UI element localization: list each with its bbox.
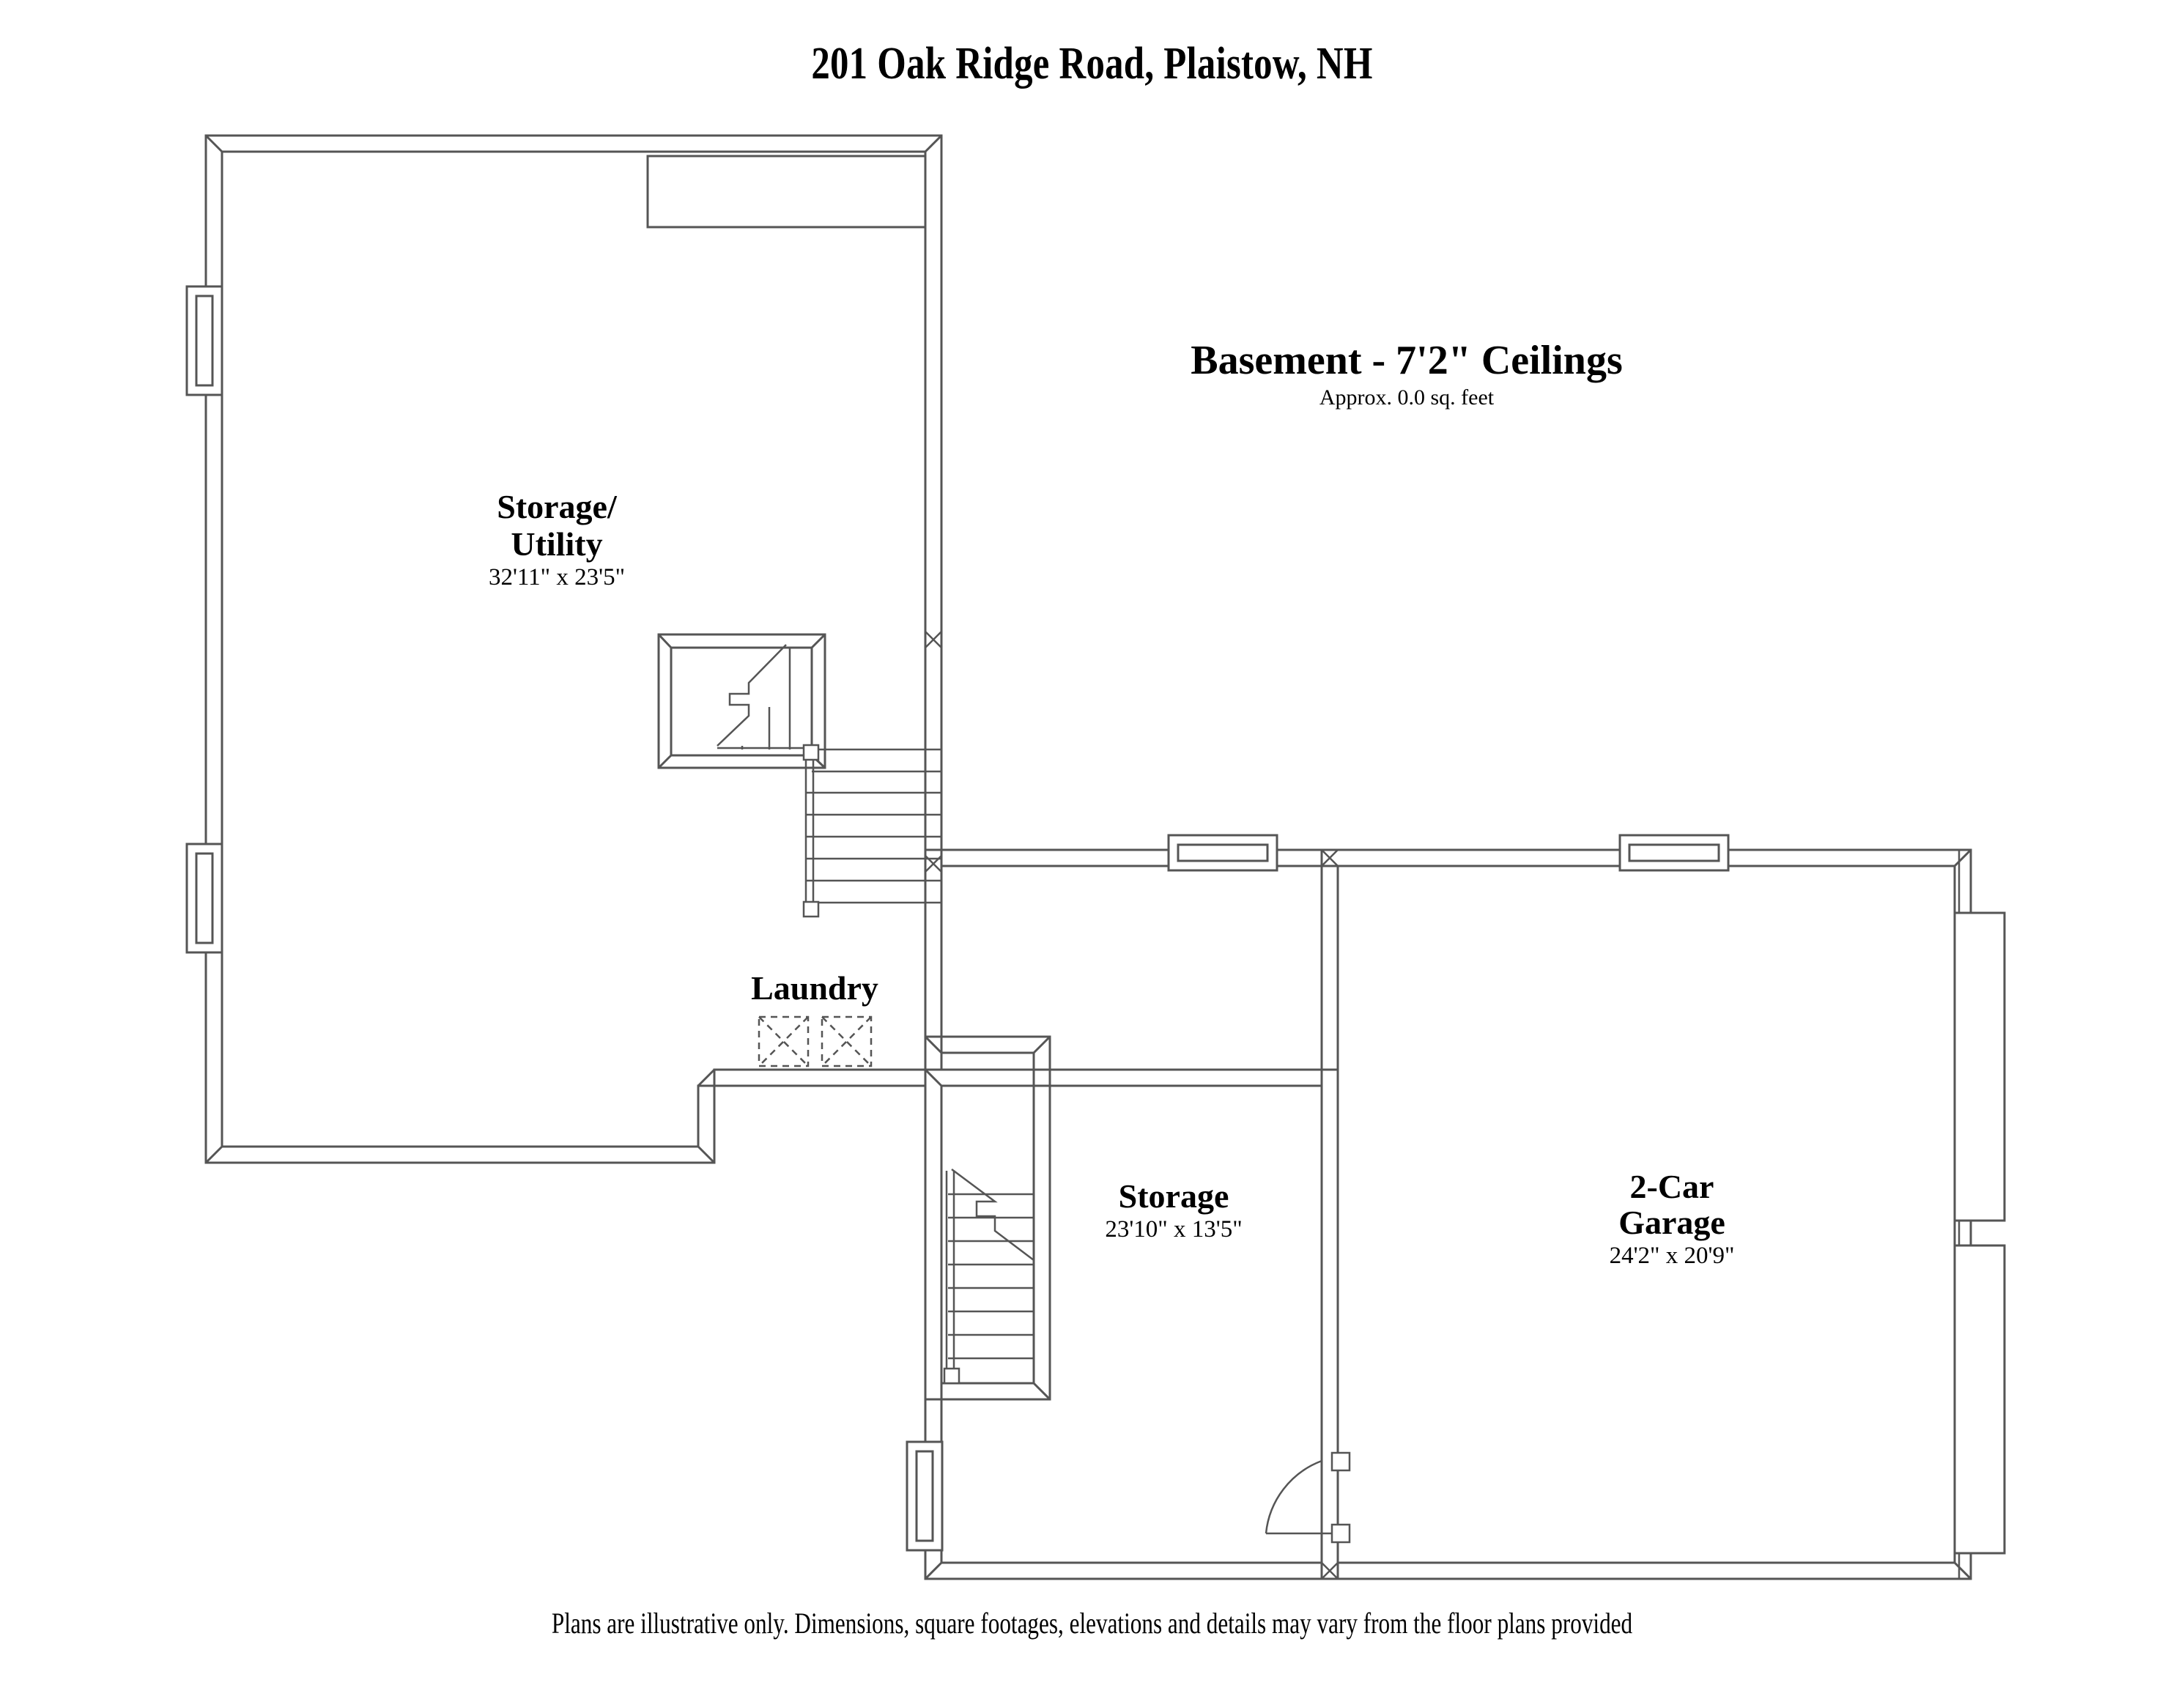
upper-staircase: [657, 633, 826, 769]
upper-stair-treads: [806, 748, 941, 904]
storage-utility-name-line2: Utility: [511, 525, 602, 563]
page-title: 201 Oak Ridge Road, Plaistow, NH: [811, 39, 1373, 89]
storage-utility-dimensions: 32'11" x 23'5": [489, 564, 625, 591]
storage-dimensions: 23'10" x 13'5": [1105, 1216, 1242, 1243]
footer-disclaimer: Plans are illustrative only. Dimensions,…: [551, 1607, 1633, 1640]
interior-door-swing-arc: [1265, 1459, 1338, 1535]
window-left-upper: [185, 285, 223, 396]
window-storage-left: [906, 1440, 944, 1552]
garage-door-lower: [1953, 1244, 2006, 1555]
label-laundry: Laundry: [751, 969, 878, 1007]
garage-door-jamb-lines: [1958, 850, 1972, 1579]
lower-stair-direction-arrow: [951, 1168, 1034, 1261]
lower-stair-railing: [943, 1171, 960, 1385]
upper-stair-direction-arrow: [717, 644, 812, 749]
wall-junction-markers-upper: [925, 631, 942, 873]
window-left-lower: [185, 843, 223, 954]
garage-dimensions: 24'2" x 20'9": [1610, 1243, 1735, 1269]
laundry-name: Laundry: [751, 969, 878, 1007]
label-garage: 2-Car Garage 24'2" x 20'9": [1610, 1168, 1735, 1269]
level-heading: Basement - 7'2" Ceilings: [1191, 338, 1623, 383]
level-area-note: Approx. 0.0 sq. feet: [1319, 385, 1495, 410]
laundry-dryer-symbol: [821, 1015, 873, 1067]
window-garage-north-right: [1618, 834, 1730, 872]
label-storage: Storage 23'10" x 13'5": [1105, 1177, 1242, 1243]
wall-junction-markers-partition: [1321, 849, 1339, 1580]
storage-utility-name-line1: Storage/: [497, 488, 618, 525]
storage-utility-room-walls: [204, 134, 943, 1164]
laundry-washer-symbol: [758, 1015, 810, 1067]
storage-name: Storage: [1119, 1177, 1229, 1215]
level-heading-block: Basement - 7'2" Ceilings Approx. 0.0 sq.…: [1191, 338, 1623, 410]
label-storage-utility: Storage/ Utility 32'11" x 23'5": [489, 488, 625, 591]
bulkhead-alcove: [646, 155, 927, 229]
garage-door-upper: [1953, 911, 2006, 1222]
interior-door-jamb-markers: [1330, 1451, 1351, 1544]
lower-stair-treads: [948, 1193, 1034, 1360]
window-garage-north-left: [1167, 834, 1278, 872]
garage-name-line2: Garage: [1618, 1204, 1725, 1241]
upper-stair-railing: [802, 744, 820, 918]
garage-name-line1: 2-Car: [1630, 1168, 1714, 1205]
